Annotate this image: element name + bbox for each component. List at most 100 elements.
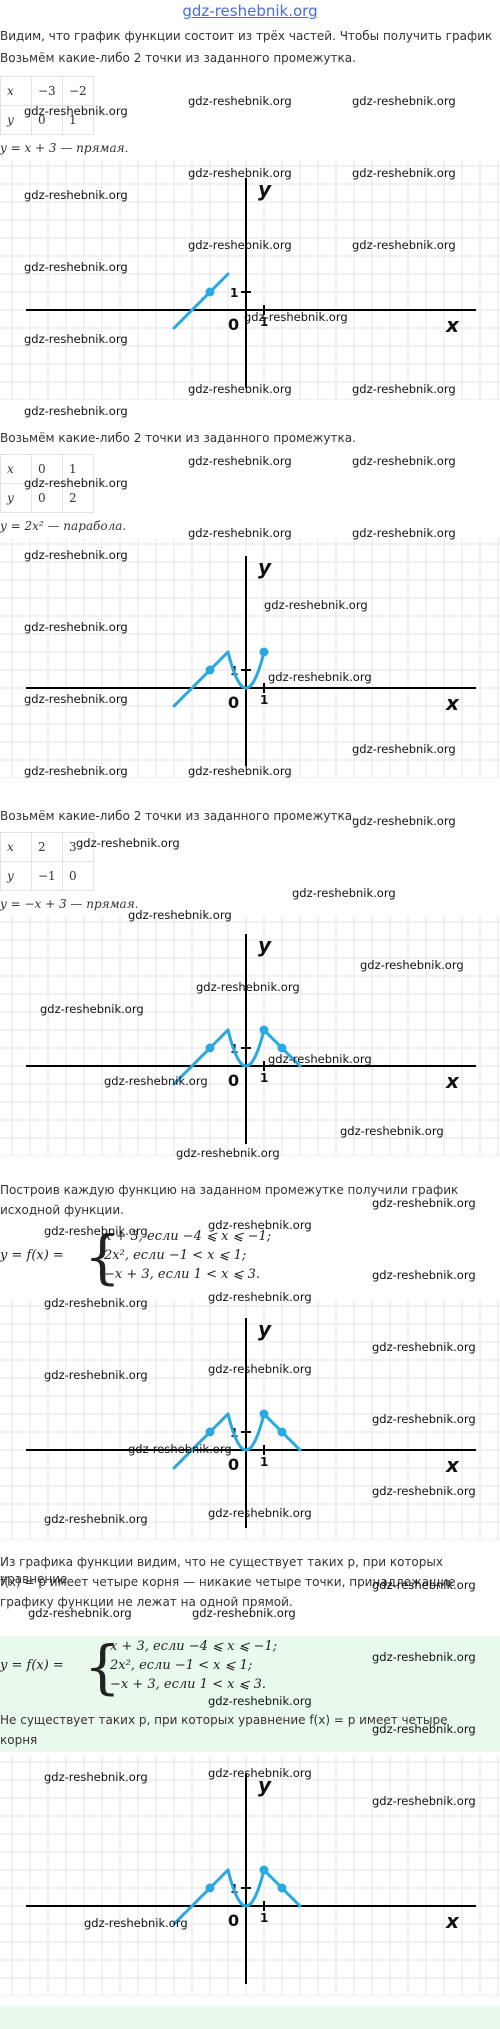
cell: 2	[31, 832, 63, 862]
watermark: gdz-reshebnik.org	[208, 1506, 312, 1520]
watermark: gdz-reshebnik.org	[352, 742, 456, 756]
x-tick-label: 1	[260, 1911, 268, 1925]
watermark: gdz-reshebnik.org	[24, 404, 128, 418]
watermark: gdz-reshebnik.org	[188, 94, 292, 108]
watermark: gdz-reshebnik.org	[372, 1794, 476, 1808]
line1-caption: y = x + 3 — прямая.	[0, 141, 129, 155]
watermark: gdz-reshebnik.org	[192, 1606, 296, 1620]
origin-label: 0	[228, 315, 239, 334]
graph-point	[205, 1883, 215, 1893]
x-axis-label: x	[445, 691, 460, 715]
cell: −1	[31, 861, 63, 891]
watermark: gdz-reshebnik.org	[372, 1196, 476, 1210]
watermark: gdz-reshebnik.org	[208, 1218, 312, 1232]
line2-caption: y = 2x² — парабола.	[0, 519, 127, 533]
intro-text: Видим, что график функции состоит из трё…	[0, 29, 493, 43]
piecewise-system-1: y = f(x) = { x + 3, если −4 ⩽ x ⩽ −1; 2x…	[0, 1226, 500, 1296]
watermark: gdz-reshebnik.org	[208, 1694, 312, 1708]
origin-label: 0	[228, 1071, 239, 1090]
watermark: gdz-reshebnik.org	[188, 454, 292, 468]
system-lhs: y = f(x) =	[0, 1248, 64, 1263]
x-axis-label: x	[445, 1069, 460, 1093]
watermark: gdz-reshebnik.org	[372, 1484, 476, 1498]
watermark: gdz-reshebnik.org	[340, 1124, 444, 1138]
conclusion-text-2: f(x) = p имеет четыре корня — никакие че…	[0, 1575, 456, 1589]
brace: {	[84, 1633, 121, 1701]
x-axis-label: x	[445, 1909, 460, 1933]
watermark: gdz-reshebnik.org	[268, 670, 372, 684]
watermark: gdz-reshebnik.org	[372, 1340, 476, 1354]
cell: x	[0, 832, 32, 862]
graph-point	[205, 287, 215, 297]
x-tick-label: 1	[260, 1071, 268, 1085]
watermark: gdz-reshebnik.org	[188, 238, 292, 252]
watermark: gdz-reshebnik.org	[40, 1002, 144, 1016]
brace: {	[84, 1223, 121, 1291]
watermark: gdz-reshebnik.org	[372, 1578, 476, 1592]
watermark: gdz-reshebnik.org	[24, 692, 128, 706]
watermark: gdz-reshebnik.org	[128, 1442, 232, 1456]
system-row-2: 2x², если −1 < x ⩽ 1;	[104, 1248, 247, 1263]
watermark: gdz-reshebnik.org	[44, 1512, 148, 1526]
watermark: gdz-reshebnik.org	[44, 1368, 148, 1382]
result-text-2: исходной функции.	[0, 1203, 124, 1217]
system-row-1: x + 3, если −4 ⩽ x ⩽ −1;	[104, 1229, 272, 1244]
result-text-1: Построив каждую функцию на заданном пром…	[0, 1183, 459, 1197]
system-row-2: 2x², если −1 < x ⩽ 1;	[110, 1658, 253, 1673]
x-axis-label: x	[445, 313, 460, 337]
watermark: gdz-reshebnik.org	[44, 1770, 148, 1784]
answer-text-2: корня	[0, 1733, 38, 1747]
graph-point	[205, 1427, 215, 1437]
watermark: gdz-reshebnik.org	[208, 1362, 312, 1376]
watermark: gdz-reshebnik.org	[24, 764, 128, 778]
pick-points-text-3: Возьмём какие-либо 2 точки из заданного …	[0, 809, 356, 823]
watermark: gdz-reshebnik.org	[28, 1606, 132, 1620]
watermark: gdz-reshebnik.org	[352, 382, 456, 396]
watermark: gdz-reshebnik.org	[352, 238, 456, 252]
watermark: gdz-reshebnik.org	[188, 764, 292, 778]
cell: 0	[31, 483, 63, 513]
y-tick-label: 1	[230, 286, 238, 300]
watermark: gdz-reshebnik.org	[268, 1052, 372, 1066]
x-tick-label: 1	[260, 693, 268, 707]
cell: y	[0, 105, 32, 135]
watermark: gdz-reshebnik.org	[24, 620, 128, 634]
pick-points-text-1: Возьмём какие-либо 2 точки из заданного …	[0, 51, 356, 65]
watermark: gdz-reshebnik.org	[84, 1916, 188, 1930]
watermark: gdz-reshebnik.org	[24, 548, 128, 562]
cell: 0	[62, 861, 94, 891]
watermark: gdz-reshebnik.org	[244, 310, 348, 324]
watermark: gdz-reshebnik.org	[372, 1650, 476, 1664]
site-title[interactable]: gdz-reshebnik.org	[182, 2, 318, 20]
system-row-3: −x + 3, если 1 < x ⩽ 3.	[104, 1267, 260, 1282]
watermark: gdz-reshebnik.org	[208, 1290, 312, 1304]
watermark: gdz-reshebnik.org	[24, 104, 128, 118]
graph-point	[277, 1427, 287, 1437]
watermark: gdz-reshebnik.org	[104, 1074, 208, 1088]
origin-label: 0	[228, 1911, 239, 1930]
cell: 2	[62, 483, 94, 513]
watermark: gdz-reshebnik.org	[292, 886, 396, 900]
watermark: gdz-reshebnik.org	[196, 980, 300, 994]
conclusion-text-3: графику функции не лежат на одной прямой…	[0, 1595, 293, 1609]
piece-line-1	[172, 1028, 230, 1086]
watermark: gdz-reshebnik.org	[372, 1412, 476, 1426]
piece-line-1	[172, 1868, 230, 1926]
watermark: gdz-reshebnik.org	[24, 476, 128, 490]
cell: 1	[62, 105, 94, 135]
answer-block: y = f(x) = { x + 3, если −4 ⩽ x ⩽ −1; 2x…	[0, 1636, 500, 1752]
piece-parabola	[226, 1028, 266, 1068]
watermark: gdz-reshebnik.org	[188, 526, 292, 540]
system-row-3: −x + 3, если 1 < x ⩽ 3.	[110, 1677, 266, 1692]
y-axis-label: y	[258, 933, 272, 957]
watermark: gdz-reshebnik.org	[352, 526, 456, 540]
cell: 1	[62, 454, 94, 484]
piece-line-1	[172, 272, 230, 330]
graph-point	[259, 647, 269, 657]
y-axis-label: y	[258, 555, 272, 579]
